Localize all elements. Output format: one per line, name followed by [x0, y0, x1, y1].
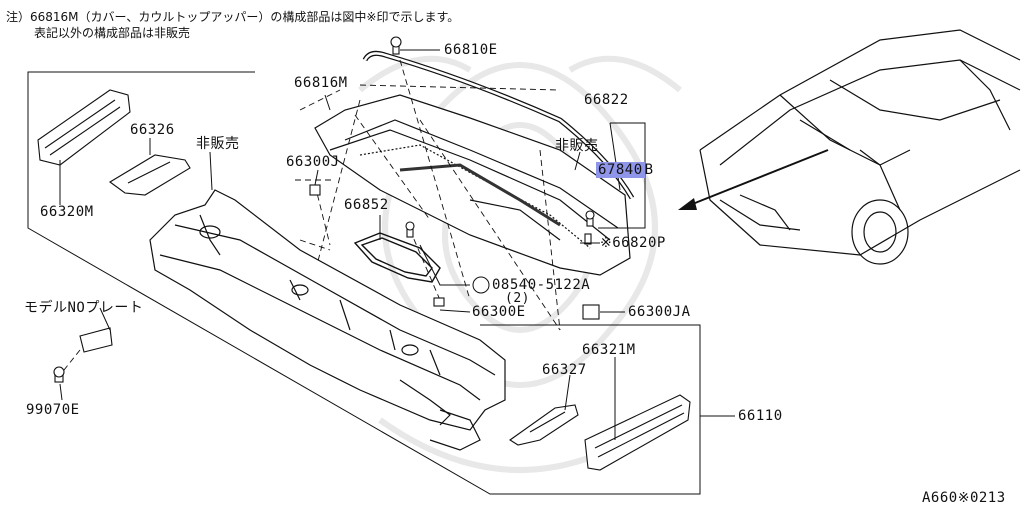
pointer-arrow — [678, 149, 829, 210]
part-label-66327[interactable]: 66327 — [542, 362, 587, 378]
highlight-67840: 67840 — [596, 162, 645, 178]
part-label-66321m[interactable]: 66321M — [582, 342, 636, 358]
note-line-1: 注）66816M（カバー、カウルトップアッパー）の構成部品は図中※印で示します。 — [6, 10, 460, 24]
diagram-code: A660※0213 — [922, 490, 1006, 506]
bracket-66321m — [584, 394, 691, 471]
part-label-66300j[interactable]: 66300J — [286, 154, 340, 170]
cowl-top-cover — [314, 94, 631, 276]
model-plate — [79, 327, 113, 353]
bracket-66326 — [109, 154, 191, 196]
clips-screws — [53, 36, 600, 383]
car-illustration — [699, 29, 1021, 265]
part-suffix-b: B — [644, 162, 654, 178]
label-not-sold-left: 非販売 — [196, 136, 240, 152]
part-qty-08540: (2) — [505, 291, 530, 306]
part-label-66852[interactable]: 66852 — [344, 197, 389, 213]
label-model-plate: モデルNOプレート — [24, 300, 144, 316]
part-label-08540-5122a[interactable]: 08540-5122A — [492, 277, 591, 293]
bracket-66327 — [509, 404, 579, 446]
gasket-66852 — [353, 232, 441, 283]
part-label-66810e[interactable]: 66810E — [444, 42, 498, 58]
part-label-66300e[interactable]: 66300E — [472, 304, 526, 320]
bracket-66320m — [37, 89, 131, 166]
part-label-66320m[interactable]: 66320M — [40, 204, 94, 220]
part-label-66110[interactable]: 66110 — [738, 408, 783, 424]
cowl-top-panel — [149, 189, 506, 451]
part-label-66300ja[interactable]: 66300JA — [628, 304, 691, 320]
note-line-2: 表記以外の構成部品は非販売 — [34, 26, 191, 40]
part-label-66816m[interactable]: 66816M — [294, 75, 348, 91]
leader-lines-solid — [59, 49, 735, 440]
part-label-66820p[interactable]: ※66820P — [600, 235, 666, 251]
part-label-99070e[interactable]: 99070E — [26, 402, 80, 418]
part-label-66822[interactable]: 66822 — [584, 92, 629, 108]
part-label-66326[interactable]: 66326 — [130, 122, 175, 138]
label-not-sold-top: 非販売 — [555, 138, 599, 154]
group-box-left — [27, 71, 701, 495]
circled-s-marker — [472, 276, 490, 294]
